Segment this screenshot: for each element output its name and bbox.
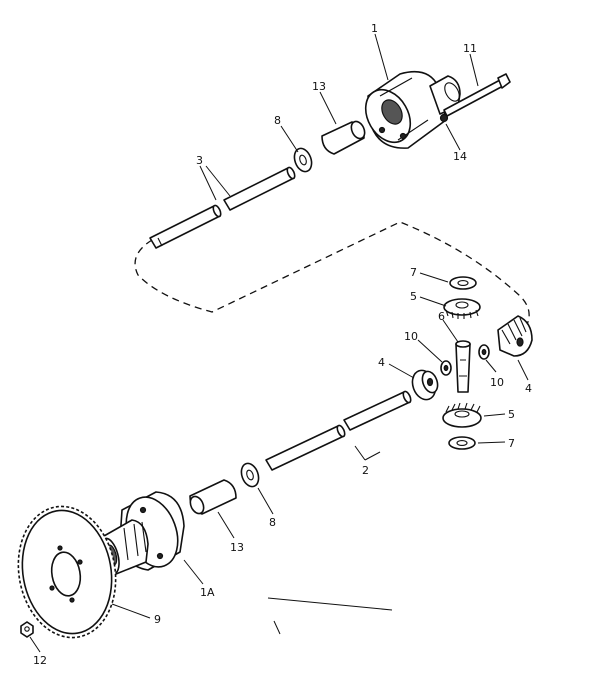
callout-labels: 1 11 13 8 3 14 7 5 6 10 4 10 4 5 7 2 8 1… [33, 22, 532, 667]
pinion-gear-5-top [443, 298, 481, 319]
axle-3 [149, 166, 296, 249]
bushing-13-bottom [189, 479, 237, 515]
callout-13-top: 13 [312, 80, 326, 93]
callout-4-right: 4 [525, 382, 532, 395]
callout-3: 3 [196, 154, 203, 167]
callout-8-bottom: 8 [269, 516, 276, 529]
callout-7-bottom: 7 [508, 437, 515, 450]
sprocket-9 [17, 505, 117, 639]
callout-10-right: 10 [490, 376, 504, 389]
bushing-13-top [321, 120, 366, 155]
washer-7-top [449, 276, 477, 290]
washer-10-right [478, 344, 490, 360]
callout-6: 6 [438, 310, 445, 323]
callout-5-bottom: 5 [508, 408, 515, 421]
callout-13-bottom: 13 [230, 541, 244, 554]
callout-8-top: 8 [274, 114, 281, 127]
callout-1: 1 [371, 22, 378, 35]
washer-8-top [293, 147, 313, 173]
callout-11: 11 [463, 42, 477, 55]
washer-8-bottom [240, 462, 260, 488]
callout-12: 12 [33, 654, 47, 667]
side-gear-4-left [411, 369, 439, 401]
callout-2: 2 [362, 464, 369, 477]
callout-7-top: 7 [410, 266, 417, 279]
artifact-marks [267, 597, 393, 635]
callout-1A: 1A [200, 586, 215, 599]
side-gear-4-right [497, 315, 533, 357]
cross-shaft-6 [455, 340, 471, 393]
pinion-gear-5-bottom [442, 402, 482, 428]
callout-5-top: 5 [410, 290, 417, 303]
washer-10-left [440, 360, 452, 376]
callout-4-left: 4 [378, 356, 385, 369]
callout-14: 14 [453, 150, 467, 163]
leader-lines [29, 33, 529, 653]
axle-2 [265, 390, 412, 471]
callout-10-left: 10 [404, 330, 418, 343]
callout-9: 9 [154, 613, 161, 626]
housing-1 [364, 70, 461, 149]
bolt-11 [439, 73, 511, 123]
nut-12 [20, 621, 34, 638]
alignment-path [134, 221, 530, 331]
washer-7-bottom [448, 436, 476, 450]
